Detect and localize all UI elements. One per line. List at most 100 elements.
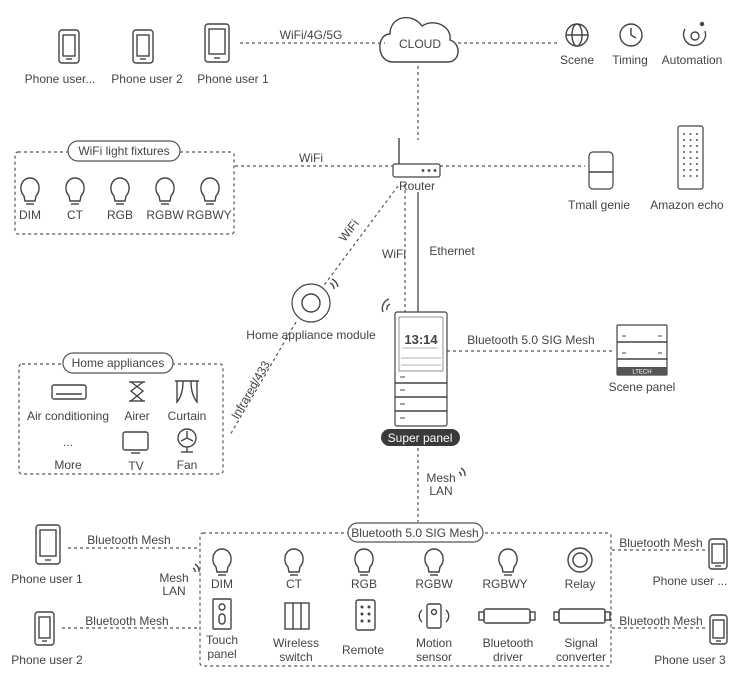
bt-mesh-title-pill	[347, 522, 484, 543]
device-label-2: driver	[493, 650, 523, 664]
phone1-link-label: Bluetooth Mesh	[87, 533, 170, 547]
super-panel-label-pill	[381, 429, 460, 446]
bulb-icon	[354, 548, 374, 576]
bulb-icon	[284, 548, 304, 576]
home-module-label: Home appliance module	[246, 328, 376, 342]
wifi-fixtures-group: WiFi light fixtures DIM CT RGB RGBW RGBW…	[14, 140, 235, 235]
amazon-echo-icon	[677, 125, 704, 190]
scene-panel-device	[616, 324, 668, 376]
module-appliances-link	[229, 321, 297, 436]
wifi-fixtures-frame	[14, 151, 235, 235]
appliance-label: Air conditioning	[27, 409, 109, 423]
bulb-icon	[155, 177, 175, 205]
device-label-1: Motion	[416, 636, 452, 650]
bt-mesh-group: Bluetooth 5.0 SIG Mesh Mesh LAN DIM CT R…	[159, 522, 612, 667]
cloud-phone-label: Phone user 1	[197, 72, 269, 86]
ethernet-label: Ethernet	[429, 244, 475, 258]
mesh-light-label: RGBW	[415, 577, 453, 591]
cloud-phone-label: Phone user 2	[111, 72, 183, 86]
panel-lan-label-1: Mesh	[426, 471, 455, 485]
bt-phones: Phone user 1 Phone user 2 Phone user ...…	[11, 524, 728, 667]
bt-lan-label-2: LAN	[162, 584, 185, 598]
device-label-1: Bluetooth	[483, 636, 534, 650]
relay-icon	[567, 547, 593, 573]
mesh-light-label: RGB	[351, 577, 377, 591]
phone-icon	[204, 23, 230, 63]
fixture-label: CT	[67, 208, 84, 222]
clock-icon	[619, 23, 643, 47]
router-label: Router	[399, 179, 435, 193]
mesh-light-label: DIM	[211, 577, 233, 591]
touch-panel-icon	[212, 598, 232, 630]
fixture-label: RGBWY	[186, 208, 231, 222]
panel-mesh-link-label: Bluetooth 5.0 SIG Mesh	[467, 333, 594, 347]
cloud-phone-label: Phone user...	[25, 72, 96, 86]
phone-icon	[35, 524, 61, 565]
appliance-label: Airer	[124, 409, 149, 423]
bt-phone-label: Phone user ...	[653, 574, 728, 588]
router-wifi-label: WiFi	[299, 151, 323, 165]
service-label: Automation	[662, 53, 723, 67]
air-conditioner-icon	[51, 384, 87, 400]
fixture-label: RGB	[107, 208, 133, 222]
router-icon	[392, 138, 441, 178]
wireless-switch-icon	[284, 602, 310, 630]
bt-phone-label: Phone user 3	[654, 653, 726, 667]
airer-icon	[129, 381, 145, 402]
mesh-signal-icon	[192, 563, 200, 573]
bulb-icon	[498, 548, 518, 576]
fixture-label: RGBW	[146, 208, 184, 222]
bulb-icon	[212, 548, 232, 576]
bulb-icon	[200, 177, 220, 205]
phone-icon	[709, 614, 728, 645]
home-appliances-title-pill	[62, 352, 174, 374]
router-module-wifi-link	[321, 185, 399, 289]
signal-converter-icon	[553, 608, 611, 624]
device-label-2: panel	[207, 647, 236, 661]
panel-lan-label-2: LAN	[429, 484, 452, 498]
service-label: Scene	[560, 53, 594, 67]
device-label-2: sensor	[416, 650, 452, 664]
tv-icon	[122, 431, 149, 454]
device-label-1: Wireless	[273, 636, 319, 650]
cloud-icon	[379, 16, 459, 63]
globe-icon	[565, 23, 589, 47]
home-module-icon	[291, 278, 339, 323]
speaker-label: Amazon echo	[650, 198, 724, 212]
mesh-light-label: Relay	[565, 577, 596, 591]
bulb-icon	[110, 177, 130, 205]
bt-mesh-frame	[199, 532, 612, 667]
cloud-phones: Phone user... Phone user 2 Phone user 1	[25, 23, 269, 86]
device-label-1: Signal	[564, 636, 597, 650]
ellipsis-icon: ...	[63, 435, 73, 449]
appliance-label: Fan	[177, 458, 198, 472]
motion-sensor-icon	[418, 603, 450, 629]
device-label-1: Remote	[342, 643, 384, 657]
wifi-fixtures-title: WiFi light fixtures	[78, 144, 169, 158]
appliance-label: Curtain	[168, 409, 207, 423]
bt-phone-label: Phone user 1	[11, 572, 83, 586]
fan-icon	[177, 428, 197, 453]
home-appliances-group: Home appliances Air conditioning Airer C…	[18, 352, 224, 475]
phone-icon	[58, 29, 80, 64]
super-panel-time: 13:14	[404, 332, 438, 347]
curtain-icon	[175, 380, 199, 404]
device-label-2: switch	[279, 650, 312, 664]
router-wifi-down-label: WiFi	[382, 247, 406, 261]
automation-icon	[682, 21, 707, 47]
phone-icon	[708, 538, 728, 570]
appliance-label: More	[54, 458, 82, 472]
scene-panel-brand: LTECH	[632, 370, 651, 376]
bt-mesh-title: Bluetooth 5.0 SIG Mesh	[351, 526, 478, 540]
speaker-label: Tmall genie	[568, 198, 630, 212]
infrared-label: Infrared/433	[228, 358, 273, 421]
mesh-light-label: CT	[286, 577, 303, 591]
phone3-link-label: Bluetooth Mesh	[619, 614, 702, 628]
phone-icon	[132, 29, 154, 64]
phone-icon	[34, 611, 55, 646]
remote-icon	[355, 599, 376, 631]
bulb-icon	[424, 548, 444, 576]
wifi-fixtures-title-pill	[67, 140, 181, 162]
cloud-services: Scene Timing Automation	[560, 21, 723, 67]
